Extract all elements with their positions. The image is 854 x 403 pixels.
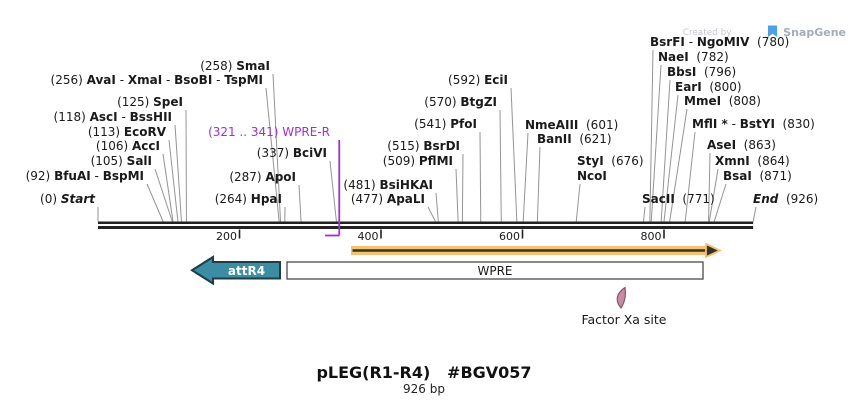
map-title: pLEG(R1-R4) #BGV057 (316, 363, 532, 382)
site-label-ecoRV[interactable]: (113) EcoRV (88, 125, 167, 139)
watermark-created-by-text: Created by (682, 27, 732, 38)
site-label-ncoI[interactable]: NcoI (577, 169, 607, 183)
leader-line-salI (154, 168, 173, 222)
leader-line-btgZI (499, 109, 502, 222)
leader-line-bbsI (660, 79, 671, 222)
feature-attR4-label: attR4 (228, 264, 265, 278)
leader-line-aseI (708, 152, 711, 222)
site-label-aseI[interactable]: AseI (863) (707, 138, 776, 152)
feature-attR4-arrow[interactable] (190, 255, 281, 286)
leader-line-ncoI (575, 183, 581, 222)
leader-line-ecoRV (168, 139, 179, 222)
leader-line-eciI (510, 87, 518, 222)
site-label-mmeI[interactable]: MmeI (808) (684, 94, 761, 108)
site-label-bsrDI[interactable]: (515) BsrDI (387, 139, 460, 153)
leader-line-smaI (272, 73, 282, 222)
site-label-apaLI[interactable]: (477) ApaLI (351, 192, 425, 206)
site-label-apoI[interactable]: (287) ApoI (229, 170, 296, 184)
site-label-bfuAI-bspMI[interactable]: (92) BfuAI - BspMI (26, 169, 144, 183)
ruler-label-600: 600 (499, 230, 520, 243)
ruler-label-200: 200 (216, 230, 237, 243)
sequence-line-top[interactable] (98, 221, 754, 225)
feature-factor-xa-marker[interactable] (616, 286, 626, 309)
site-label-end[interactable]: End (926) (753, 192, 818, 206)
site-label-mflI-bstYI[interactable]: MflI * - BstYI (830) (692, 117, 815, 131)
ruler-label-400: 400 (358, 230, 379, 243)
site-label-btgZI[interactable]: (570) BtgZI (424, 95, 497, 109)
leader-line-pflMI (455, 168, 459, 222)
site-label-hpaI[interactable]: (264) HpaI (215, 192, 282, 206)
site-label-naeI[interactable]: NaeI (782) (658, 50, 729, 64)
site-label-xmnI[interactable]: XmnI (864) (715, 154, 790, 168)
leader-line-mflI-bstYI (684, 131, 696, 222)
map-length-label: 926 bp (403, 382, 445, 396)
leader-line-apaLI (427, 206, 436, 222)
site-label-avaI-xmaI-bsoBI-tspMI[interactable]: (256) AvaI - XmaI - BsoBI - TspMI (51, 73, 263, 87)
site-label-bciVI[interactable]: (337) BciVI (257, 146, 327, 160)
snapgene-logo-icon (737, 4, 779, 61)
site-label-start[interactable]: (0) Start (40, 192, 96, 206)
leader-line-ascI-bssHII (174, 124, 182, 222)
site-label-banII[interactable]: BanII (621) (537, 132, 612, 146)
ruler-label-800: 800 (641, 230, 662, 243)
leader-line-pfoI (479, 131, 482, 222)
site-label-smaI[interactable]: (258) SmaI (200, 59, 270, 73)
leader-line-end (752, 206, 757, 222)
leader-line-accI (162, 153, 174, 222)
leader-line-mmeI (669, 108, 688, 222)
site-label-ascI-bssHII[interactable]: (118) AscI - BssHII (54, 110, 172, 124)
leader-line-bfuAI-bspMI (146, 183, 164, 222)
site-label-speI[interactable]: (125) SpeI (117, 95, 183, 109)
sequence-line-bottom[interactable] (98, 226, 754, 229)
site-label-pfoI[interactable]: (541) PfoI (414, 117, 477, 131)
leader-line-apoI (298, 184, 302, 222)
leader-line-avaI-xmaI-bsoBI-tspMI (265, 87, 280, 222)
leader-line-bciVI (329, 160, 337, 222)
site-label-styI[interactable]: StyI (676) (577, 154, 644, 168)
leader-line-sacII (642, 206, 646, 222)
leader-line-banII (536, 146, 541, 222)
site-label-bsiHKAI[interactable]: (481) BsiHKAI (343, 178, 433, 192)
feature-factor-xa-label: Factor Xa site (581, 312, 666, 327)
site-label-bsrFI-ngoMIV[interactable]: BsrFI - NgoMIV (780) (650, 35, 789, 49)
feature-wpre-label: WPRE (477, 264, 512, 278)
site-label-nmeAIII[interactable]: NmeAIII (601) (525, 118, 618, 132)
leader-line-naeI (650, 64, 662, 222)
site-label-bbsI[interactable]: BbsI (796) (667, 65, 736, 79)
leader-line-nmeAIII (522, 132, 529, 222)
site-label-accI[interactable]: (106) AccI (96, 139, 160, 153)
site-label-eciI[interactable]: (592) EciI (448, 73, 508, 87)
site-label-sacII[interactable]: SacII (771) (642, 192, 715, 206)
site-label-wpre-r-primer-label[interactable]: (321 .. 341) WPRE-R (208, 125, 330, 139)
leader-line-earI (663, 94, 679, 222)
feature-wpre-box[interactable] (286, 261, 704, 280)
watermark-brand-text: SnapGene (783, 26, 846, 39)
leader-line-bsrDI (461, 153, 464, 222)
site-label-salI[interactable]: (105) SalI (91, 154, 152, 168)
transcript-arrow-head[interactable] (705, 242, 723, 259)
leader-line-bsiHKAI (435, 192, 439, 222)
snapgene-watermark: Created by SnapGene (683, 4, 846, 61)
leader-line-bsaI (713, 183, 727, 222)
leader-line-bsrFI-ngoMIV (649, 49, 654, 222)
site-label-bsaI[interactable]: BsaI (871) (723, 169, 792, 183)
site-label-earI[interactable]: EarI (800) (675, 80, 742, 94)
leader-line-xmnI (708, 168, 719, 222)
site-label-pflMI[interactable]: (509) PflMI (383, 154, 453, 168)
